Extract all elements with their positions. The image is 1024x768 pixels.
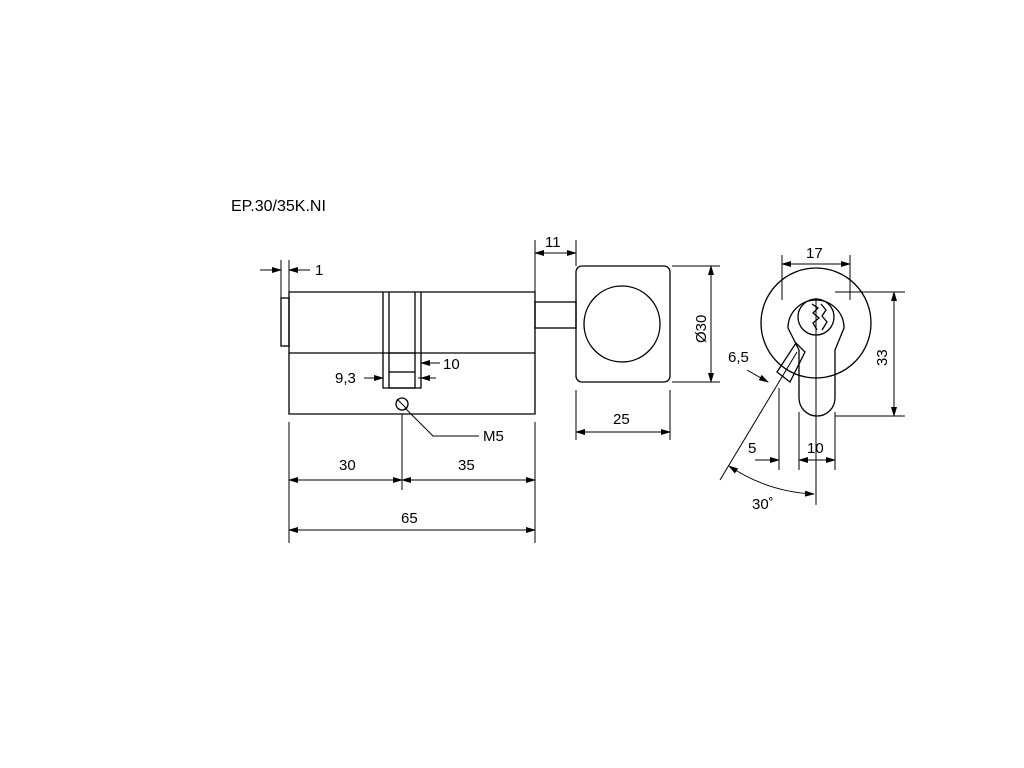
cylinder-front-view [760, 267, 872, 420]
dimension-30-35: 30 35 [288, 414, 536, 490]
dimension-dia30: Ø30 [672, 265, 720, 383]
cylinder-side-view [280, 265, 671, 415]
dimension-33-label: 33 [874, 349, 891, 366]
dimension-65-label: 65 [401, 510, 418, 527]
dimension-6-5: 6,5 [728, 349, 769, 383]
dimension-17: 17 [781, 245, 851, 300]
dimension-25: 25 [575, 390, 671, 440]
dimension-10-cam: 10 [420, 356, 460, 373]
dimension-5-10: 5 10 [748, 388, 836, 470]
dimension-10-cam-label: 10 [443, 356, 460, 373]
dimension-5-label: 5 [748, 440, 756, 457]
dimension-11-label: 11 [545, 234, 561, 251]
dimension-1: 1 [260, 260, 323, 298]
dimension-9-3: 9,3 [335, 362, 436, 387]
dimension-6-5-label: 6,5 [728, 349, 749, 366]
dimension-9-3-label: 9,3 [335, 370, 356, 387]
callout-m5-label: M5 [483, 428, 504, 445]
dimension-11: 11 [534, 234, 577, 300]
dimension-1-label: 1 [315, 262, 323, 279]
drawing-title: EP.30/35K.NI [231, 198, 326, 215]
dimension-angle-label: 30˚ [752, 496, 774, 513]
dimension-35-label: 35 [458, 457, 475, 474]
dimension-dia30-label: Ø30 [693, 315, 710, 343]
dimension-33: 33 [835, 291, 905, 417]
dimension-17-label: 17 [806, 245, 823, 262]
dimension-angle-30: 30˚ [719, 351, 817, 513]
dimension-65: 65 [288, 490, 536, 543]
callout-m5: M5 [404, 407, 504, 445]
dimension-30-label: 30 [339, 457, 356, 474]
dimension-10-label: 10 [807, 440, 824, 457]
dimension-25-label: 25 [613, 411, 630, 428]
